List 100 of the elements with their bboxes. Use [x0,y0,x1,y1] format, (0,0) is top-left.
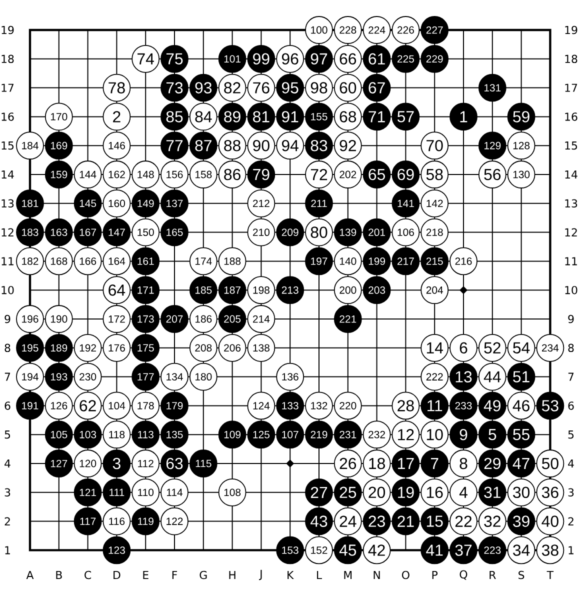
stone: 22 [450,507,478,536]
stone: 95 [276,74,304,102]
stone: 160 [102,189,131,218]
stone: 30 [507,478,536,506]
stone: 224 [362,16,391,44]
stone: 96 [276,44,304,73]
row-number: 2 [568,517,574,526]
row-number: 12 [565,228,577,236]
stone: 163 [44,218,73,246]
stone: 103 [74,420,102,449]
stone: 8 [450,450,478,478]
stone: 53 [536,392,564,420]
stone: 170 [44,102,73,131]
stone: 11 [420,392,449,420]
stone: 126 [44,392,73,420]
stone: 130 [507,160,536,188]
stone: 12 [392,420,420,449]
row-number: 19 [2,26,14,34]
stone: 186 [189,305,218,333]
column-letter: R [490,571,496,579]
stone: 6 [450,334,478,362]
row-number: 14 [565,170,578,178]
stone: 216 [450,247,478,276]
row-number: 15 [565,142,577,150]
stone: 142 [420,189,449,218]
stone: 181 [16,189,44,218]
column-letter: L [317,571,322,579]
stone: 93 [189,74,218,102]
stone: 203 [362,276,391,304]
stone: 162 [102,160,131,188]
column-letter: E [143,571,148,579]
column-letter: P [432,571,438,579]
stone: 28 [392,392,420,420]
stone: 209 [276,218,304,246]
row-number: 11 [565,257,577,266]
stone: 174 [189,247,218,276]
stone: 158 [189,160,218,188]
column-letter: F [172,571,177,579]
stone: 218 [420,218,449,246]
stone: 38 [536,536,564,564]
stone: 71 [362,102,391,131]
stone: 79 [247,160,276,188]
stone: 173 [132,305,160,333]
stone: 213 [276,276,304,304]
stone: 121 [74,478,102,506]
stone: 54 [507,334,536,362]
stone: 185 [189,276,218,304]
row-number: 13 [2,199,14,208]
stone: 128 [507,132,536,160]
row-number: 3 [568,488,574,497]
stone: 92 [334,132,362,160]
stone: 16 [420,478,449,506]
stone: 176 [102,334,131,362]
stone: 171 [132,276,160,304]
stone: 60 [334,74,362,102]
stone: 91 [276,102,304,131]
stone: 32 [478,507,506,536]
stone: 132 [305,392,333,420]
stone: 1 [450,102,478,131]
stone: 232 [362,420,391,449]
stone: 25 [334,478,362,506]
stone: 153 [276,536,304,564]
stone: 139 [334,218,362,246]
stone: 167 [74,218,102,246]
stone: 193 [44,362,73,391]
row-number: 7 [4,372,10,381]
stone: 136 [276,362,304,391]
stone: 196 [16,305,44,333]
stone: 73 [160,74,188,102]
stone: 220 [334,392,362,420]
stone: 195 [16,334,44,362]
stone: 111 [102,478,131,506]
stone: 24 [334,507,362,536]
stone: 145 [74,189,102,218]
stone: 183 [16,218,44,246]
stone: 223 [478,536,506,564]
column-letter: J [259,570,262,580]
stone: 123 [102,536,131,564]
row-number: 3 [4,488,10,497]
stone: 57 [392,102,420,131]
column-letter: C [84,570,92,580]
stone: 68 [334,102,362,131]
stone: 39 [507,507,536,536]
stone: 156 [160,160,188,188]
stone: 66 [334,44,362,73]
stone: 147 [102,218,131,246]
stone: 56 [478,160,506,188]
stone: 135 [160,420,188,449]
stone: 80 [305,218,333,246]
stone: 15 [420,507,449,536]
row-number: 19 [565,26,578,34]
stone: 164 [102,247,131,276]
row-number: 1 [5,546,10,554]
column-letter: B [56,571,62,579]
stone: 188 [218,247,246,276]
stone: 144 [74,160,102,188]
stone: 189 [44,334,73,362]
stone: 52 [478,334,506,362]
row-number: 14 [2,170,14,178]
stone: 40 [536,507,564,536]
